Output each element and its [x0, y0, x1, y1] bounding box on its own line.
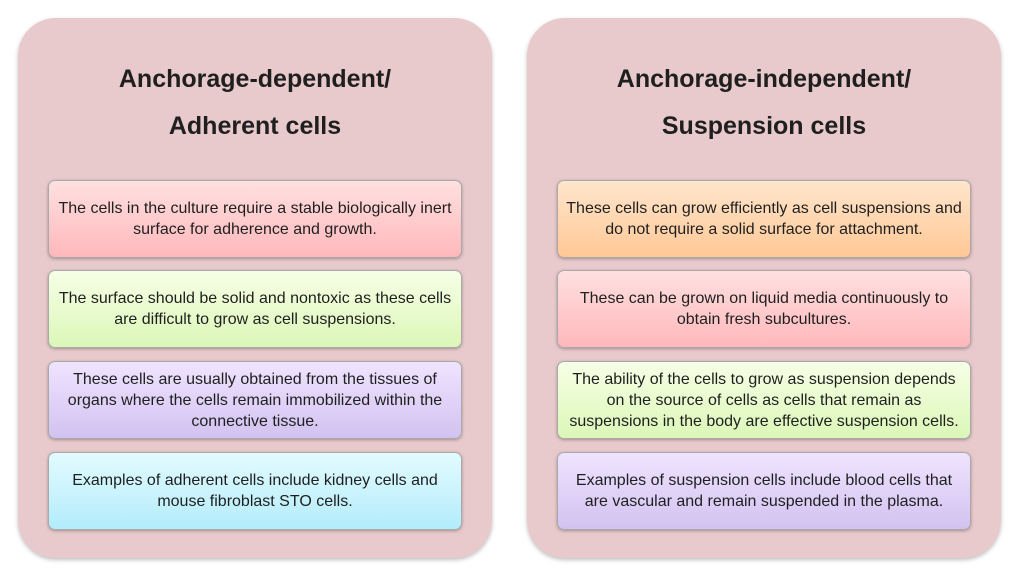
adherent-title-line1: Anchorage-dependent/	[118, 65, 392, 93]
adherent-cells-panel: Anchorage-dependent/ Adherent cells The …	[18, 18, 492, 558]
adherent-title-line2: Adherent cells	[168, 112, 342, 140]
suspension-cells-panel: Anchorage-independent/ Suspension cells …	[527, 18, 1001, 558]
suspension-card-3: The ability of the cells to grow as susp…	[557, 361, 971, 439]
suspension-title: Anchorage-independent/ Suspension cells	[527, 56, 1001, 150]
suspension-title-line1: Anchorage-independent/	[616, 65, 912, 93]
adherent-card-1: The cells in the culture require a stabl…	[48, 180, 462, 258]
adherent-card-4: Examples of adherent cells include kidne…	[48, 452, 462, 530]
adherent-title: Anchorage-dependent/ Adherent cells	[18, 56, 492, 150]
suspension-card-4: Examples of suspension cells include blo…	[557, 452, 971, 530]
suspension-title-line2: Suspension cells	[661, 112, 867, 140]
adherent-card-3: These cells are usually obtained from th…	[48, 361, 462, 439]
suspension-card-2: These can be grown on liquid media conti…	[557, 270, 971, 348]
suspension-card-1: These cells can grow efficiently as cell…	[557, 180, 971, 258]
adherent-card-2: The surface should be solid and nontoxic…	[48, 270, 462, 348]
